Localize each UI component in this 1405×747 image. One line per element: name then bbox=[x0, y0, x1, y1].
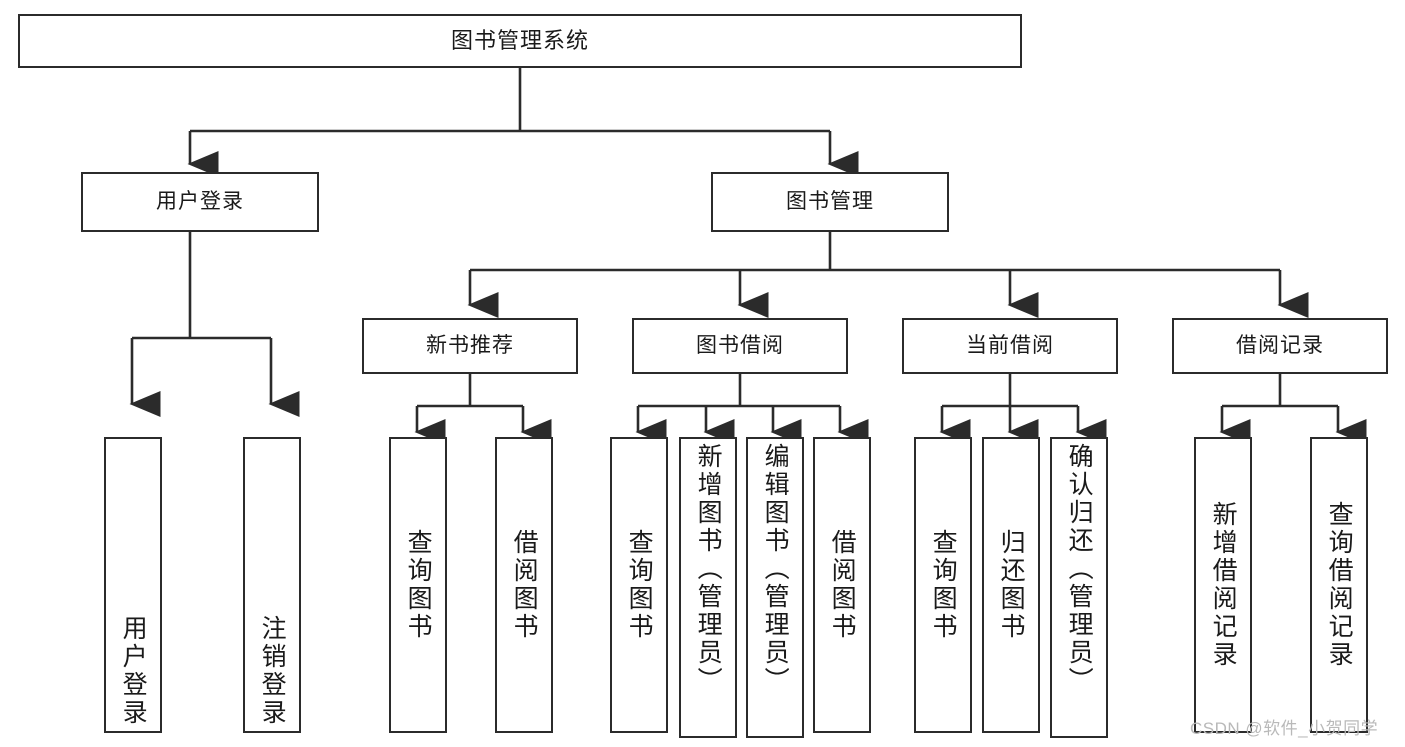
leaf-query-record-label: 查询借阅记录 bbox=[1325, 501, 1354, 669]
node-borrow-record-label: 借阅记录 bbox=[1236, 333, 1324, 357]
node-current-borrow[interactable]: 当前借阅 bbox=[902, 318, 1118, 374]
leaf-query-book-3-label: 查询图书 bbox=[929, 529, 958, 641]
node-user-login-label: 用户登录 bbox=[156, 189, 244, 213]
leaf-query-book-2-label: 查询图书 bbox=[625, 529, 654, 641]
leaf-logout-label: 注销登录 bbox=[258, 615, 287, 727]
leaf-query-record[interactable]: 查询借阅记录 bbox=[1310, 437, 1368, 733]
leaf-borrow-book-1-label: 借阅图书 bbox=[510, 529, 539, 641]
node-user-login[interactable]: 用户登录 bbox=[81, 172, 319, 232]
leaf-confirm-return-label: 确认归还（管理员） bbox=[1065, 443, 1094, 695]
leaf-query-book-2[interactable]: 查询图书 bbox=[610, 437, 668, 733]
leaf-logout[interactable]: 注销登录 bbox=[243, 437, 301, 733]
leaf-user-login[interactable]: 用户登录 bbox=[104, 437, 162, 733]
node-root[interactable]: 图书管理系统 bbox=[18, 14, 1022, 68]
leaf-edit-book[interactable]: 编辑图书（管理员） bbox=[746, 437, 804, 738]
node-book-manage[interactable]: 图书管理 bbox=[711, 172, 949, 232]
leaf-add-record-label: 新增借阅记录 bbox=[1209, 501, 1238, 669]
node-root-label: 图书管理系统 bbox=[450, 28, 589, 54]
leaf-borrow-book-2-label: 借阅图书 bbox=[828, 529, 857, 641]
leaf-return-book[interactable]: 归还图书 bbox=[982, 437, 1040, 733]
leaf-borrow-book-2[interactable]: 借阅图书 bbox=[813, 437, 871, 733]
leaf-edit-book-label: 编辑图书（管理员） bbox=[761, 443, 790, 695]
node-current-borrow-label: 当前借阅 bbox=[966, 333, 1054, 357]
leaf-add-book-label: 新增图书（管理员） bbox=[694, 443, 723, 695]
leaf-query-book-1-label: 查询图书 bbox=[404, 529, 433, 641]
leaf-return-book-label: 归还图书 bbox=[997, 529, 1026, 641]
leaf-add-book[interactable]: 新增图书（管理员） bbox=[679, 437, 737, 738]
leaf-user-login-label: 用户登录 bbox=[119, 615, 148, 727]
node-borrow-record[interactable]: 借阅记录 bbox=[1172, 318, 1388, 374]
node-new-book-recommend[interactable]: 新书推荐 bbox=[362, 318, 578, 374]
leaf-query-book-3[interactable]: 查询图书 bbox=[914, 437, 972, 733]
leaf-add-record[interactable]: 新增借阅记录 bbox=[1194, 437, 1252, 733]
leaf-confirm-return[interactable]: 确认归还（管理员） bbox=[1050, 437, 1108, 738]
leaf-query-book-1[interactable]: 查询图书 bbox=[389, 437, 447, 733]
csdn-watermark: CSDN @软件_小贺同学 bbox=[1190, 719, 1379, 738]
node-new-book-recommend-label: 新书推荐 bbox=[426, 333, 514, 357]
node-book-borrow[interactable]: 图书借阅 bbox=[632, 318, 848, 374]
node-book-manage-label: 图书管理 bbox=[786, 189, 874, 213]
node-book-borrow-label: 图书借阅 bbox=[696, 333, 784, 357]
leaf-borrow-book-1[interactable]: 借阅图书 bbox=[495, 437, 553, 733]
